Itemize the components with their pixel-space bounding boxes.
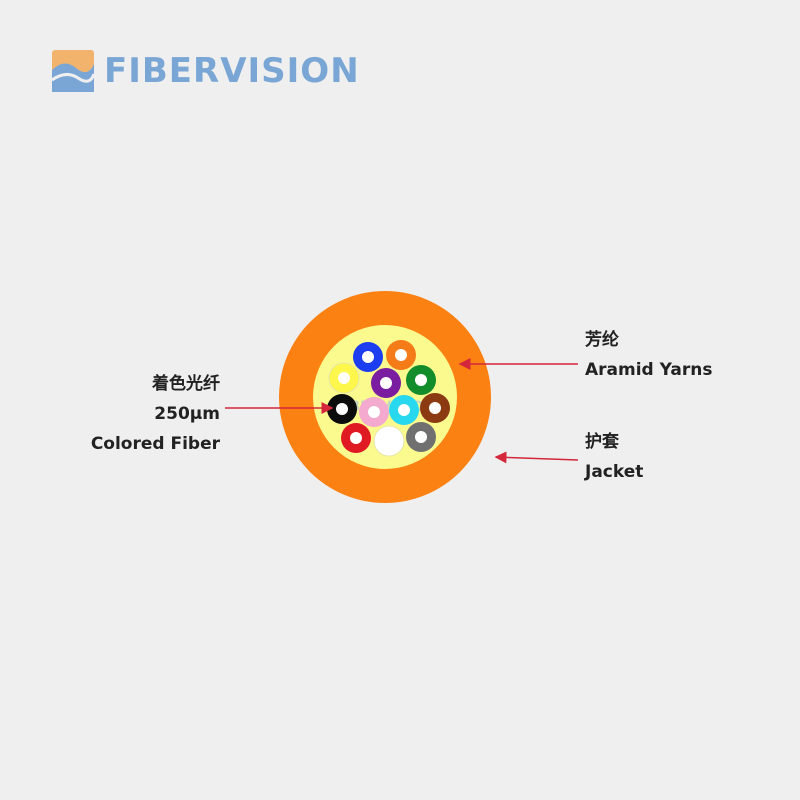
fiber-white [373, 425, 405, 457]
fiber-label-size: 250μm [154, 404, 220, 424]
fibervision-logo-icon [52, 50, 94, 92]
fiber-group [327, 340, 450, 457]
jacket-label-cn: 护套 [585, 432, 619, 452]
fiber-brown [420, 393, 450, 423]
fiber-core [336, 403, 348, 415]
fiber-core [383, 435, 395, 447]
fiber-black [327, 394, 357, 424]
fiber-core [350, 432, 362, 444]
jacket-arrow [494, 451, 579, 464]
jacket-label-en: Jacket [585, 462, 644, 482]
fiber-core [398, 404, 410, 416]
fiber-core [380, 377, 392, 389]
brand-name: FIBERVISION [104, 51, 360, 91]
fiber-blue [353, 342, 383, 372]
aramid-label-en: Aramid Yarns [585, 360, 713, 380]
fiber-label-cn: 着色光纤 [152, 374, 220, 394]
fiber-label-en: Colored Fiber [90, 434, 220, 454]
fiber-green [406, 365, 436, 395]
fiber-core [415, 431, 427, 443]
fiber-core [362, 351, 374, 363]
aramid-label-cn: 芳纶 [585, 330, 619, 350]
fiber-core [415, 374, 427, 386]
fiber-violet [371, 368, 401, 398]
fiber-core [368, 406, 380, 418]
fiber-core [338, 372, 350, 384]
fiber-aqua [389, 395, 419, 425]
fiber-orange [386, 340, 416, 370]
fiber-core [429, 402, 441, 414]
brand-logo: FIBERVISION [52, 50, 360, 92]
fiber-core [395, 349, 407, 361]
fiber-slate [406, 422, 436, 452]
fiber-red [341, 423, 371, 453]
fiber-rose [359, 397, 389, 427]
fiber-yellow [328, 362, 360, 394]
